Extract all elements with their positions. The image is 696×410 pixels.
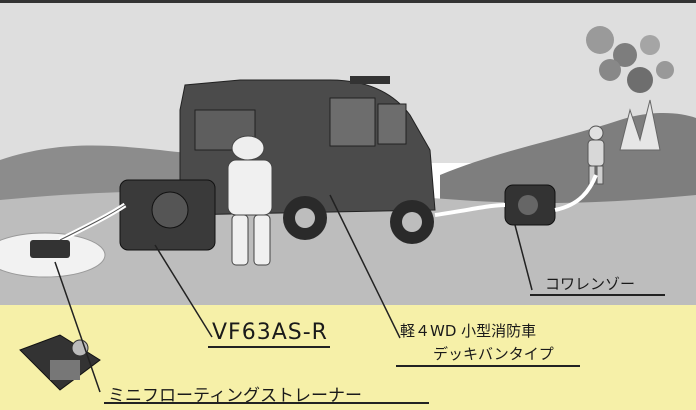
strainer-in-pond [30,240,70,258]
pointer-truck [329,194,401,339]
fire-smoke [586,26,674,151]
label-pump-underline [530,294,665,296]
top-border [0,0,696,3]
firefighter-right [587,125,605,185]
suction-hose-outline [59,204,126,241]
caption-band [0,305,696,410]
label-truck-line2: デッキバンタイプ [433,345,554,363]
portable-pump-vf63as-r [119,179,216,251]
pointer-pump [514,224,533,291]
label-model: VF63AS-R [212,320,328,345]
hose-to-nozzle [554,174,598,212]
pointer-model [154,244,213,338]
label-pump: コワレンゾー [545,275,636,293]
label-truck-underline [396,365,580,367]
firefighter-center [227,135,273,266]
pump-kowarenzo [504,184,556,226]
label-truck-line1: 軽４WD 小型消防車 [400,322,537,340]
pointer-strainer [54,261,101,393]
label-strainer: ミニフローティングストレーナー [108,386,362,406]
label-model-underline [208,346,330,348]
strainer-closeup [19,334,101,391]
hose-to-pump [434,203,506,217]
label-strainer-underline [104,402,429,404]
